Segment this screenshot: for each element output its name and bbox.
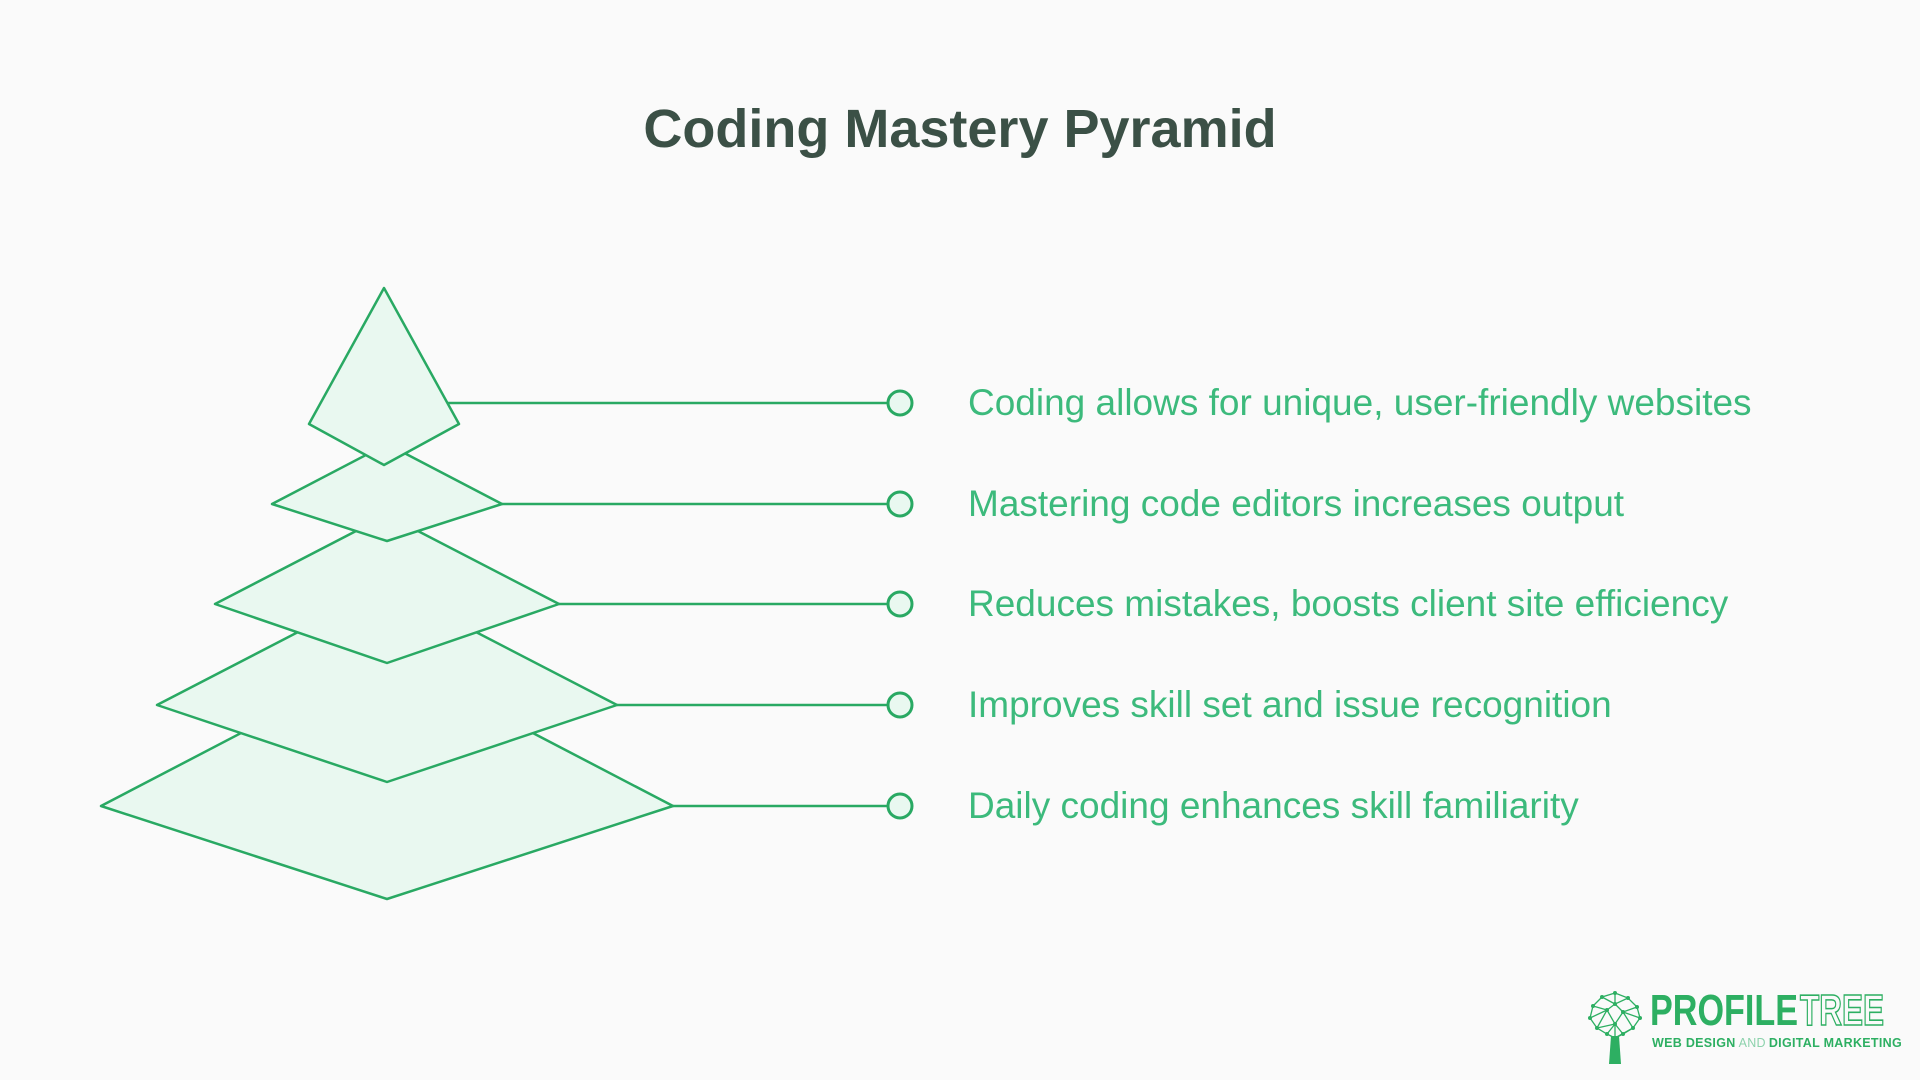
profiletree-wordmark-text: PROFILE TREE — [1650, 988, 1885, 1034]
pyramid-level-3-shape — [213, 513, 561, 665]
circle-outline-marker-4 — [886, 691, 914, 719]
circle-outline-marker-1 — [886, 389, 914, 417]
level-5-label: Daily coding enhances skill familiarity — [968, 785, 1579, 826]
circle-outline-marker-2 — [886, 490, 914, 518]
pyramid-level-2-shape — [270, 442, 504, 543]
level-2-label: Mastering code editors increases output — [968, 483, 1625, 524]
network-tree-icon — [1588, 991, 1642, 1064]
logo-tagline-left: WEB DESIGN — [1652, 1036, 1736, 1050]
level-4-label: Improves skill set and issue recognition — [968, 684, 1612, 725]
circle-outline-marker-3 — [886, 590, 914, 618]
circle-outline-marker-5 — [886, 792, 914, 820]
logo-tagline-and: AND — [1738, 1036, 1766, 1050]
logo-tagline-right: DIGITAL MARKETING — [1768, 1036, 1902, 1050]
pyramid-level-4-shape — [155, 584, 619, 784]
pyramid-level-1-shape — [307, 286, 461, 467]
logo-name-solid: PROFILE — [1650, 988, 1798, 1034]
logo-name-outline: TREE — [1800, 988, 1884, 1034]
level-1-label: Coding allows for unique, user-friendly … — [968, 382, 1752, 423]
page-title: Coding Mastery Pyramid — [643, 99, 1277, 159]
level-3-label: Reduces mistakes, boosts client site eff… — [968, 583, 1729, 624]
